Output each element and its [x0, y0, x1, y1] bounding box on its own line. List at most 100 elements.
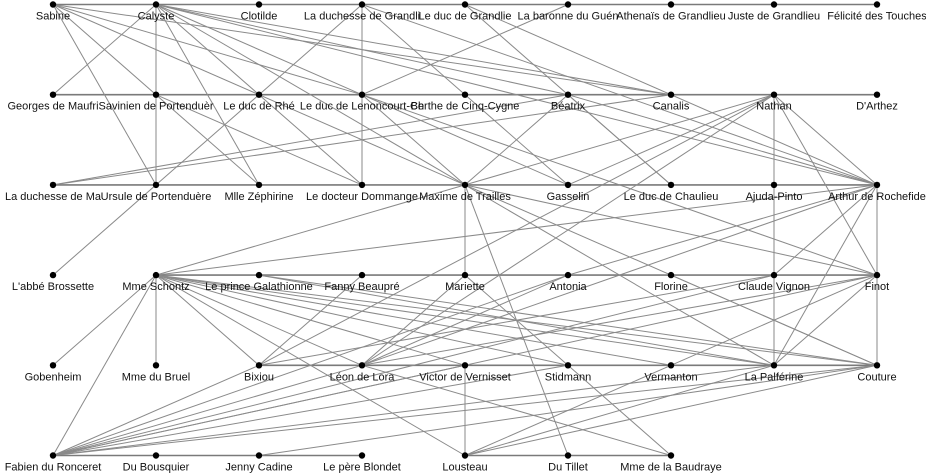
- node-dot[interactable]: [255, 91, 263, 98]
- graph-node[interactable]: Vermanton: [644, 362, 698, 383]
- node-dot[interactable]: [152, 181, 160, 189]
- node-dot[interactable]: [873, 91, 881, 98]
- node-dot[interactable]: [564, 452, 572, 459]
- graph-node[interactable]: Gasselin: [547, 181, 590, 203]
- node-dot[interactable]: [770, 181, 778, 189]
- node-dot[interactable]: [49, 181, 57, 189]
- graph-node[interactable]: D'Arthez: [856, 91, 898, 113]
- graph-node[interactable]: Couture: [857, 362, 897, 383]
- graph-node[interactable]: Canalis: [653, 91, 690, 113]
- node-dot[interactable]: [255, 452, 263, 459]
- graph-node[interactable]: Du Tillet: [548, 452, 588, 473]
- node-dot[interactable]: [49, 1, 57, 8]
- graph-node[interactable]: Arthur de Rochefide: [828, 181, 926, 203]
- graph-node[interactable]: Du Bousquier: [123, 452, 190, 473]
- node-dot[interactable]: [667, 1, 675, 8]
- node-dot[interactable]: [667, 452, 675, 459]
- graph-node[interactable]: Nathan: [756, 91, 792, 113]
- node-dot[interactable]: [873, 1, 881, 8]
- node-dot[interactable]: [564, 181, 572, 189]
- node-dot[interactable]: [152, 362, 160, 369]
- graph-node[interactable]: Le duc de Grandlie: [419, 1, 512, 23]
- graph-node[interactable]: Athenaïs de Grandlieu: [616, 1, 726, 23]
- node-dot[interactable]: [770, 91, 778, 98]
- node-dot[interactable]: [255, 362, 263, 369]
- graph-node[interactable]: Léon de Lora: [330, 362, 396, 383]
- graph-node[interactable]: La baronne du Guén: [518, 1, 619, 23]
- node-dot[interactable]: [49, 362, 57, 369]
- node-dot[interactable]: [667, 362, 675, 369]
- node-dot[interactable]: [358, 362, 366, 369]
- graph-node[interactable]: Mme Schontz: [122, 271, 190, 293]
- graph-node[interactable]: Le duc de Chaulieu: [624, 181, 719, 203]
- node-dot[interactable]: [564, 1, 572, 8]
- node-dot[interactable]: [152, 271, 160, 279]
- node-dot[interactable]: [461, 271, 469, 279]
- graph-node[interactable]: Jenny Cadine: [225, 452, 293, 473]
- graph-node[interactable]: Fabien du Ronceret: [5, 452, 102, 473]
- graph-node[interactable]: L'abbé Brossette: [12, 271, 94, 293]
- node-dot[interactable]: [49, 91, 57, 98]
- graph-node[interactable]: Le père Blondet: [323, 452, 401, 473]
- graph-node[interactable]: Fanny Beaupré: [324, 271, 400, 293]
- graph-node[interactable]: Claude Vignon: [738, 271, 810, 293]
- graph-node[interactable]: Le docteur Dommange: [306, 181, 418, 203]
- graph-node[interactable]: Victor de Vernisset: [419, 362, 511, 383]
- graph-node[interactable]: Félicité des Touches: [827, 1, 926, 23]
- graph-node[interactable]: Lousteau: [442, 452, 488, 473]
- graph-node[interactable]: Clotilde: [241, 1, 278, 23]
- graph-node[interactable]: Stidmann: [545, 362, 591, 383]
- node-dot[interactable]: [564, 362, 572, 369]
- graph-node[interactable]: La duchesse de Grandli: [304, 1, 420, 23]
- node-dot[interactable]: [770, 1, 778, 8]
- graph-node[interactable]: Mariette: [445, 271, 485, 293]
- node-dot[interactable]: [461, 362, 469, 369]
- node-dot[interactable]: [358, 181, 366, 189]
- graph-node[interactable]: Florine: [654, 271, 688, 293]
- graph-node[interactable]: Ursule de Portenduère: [101, 181, 212, 203]
- graph-node[interactable]: Le duc de Rhé: [223, 91, 295, 113]
- node-dot[interactable]: [564, 271, 572, 279]
- node-dot[interactable]: [564, 91, 572, 98]
- graph-node[interactable]: Ajuda-Pinto: [746, 181, 803, 203]
- graph-node[interactable]: Mlle Zéphirine: [224, 181, 294, 203]
- graph-node[interactable]: Antonia: [549, 271, 588, 293]
- graph-node[interactable]: Bixiou: [244, 362, 274, 383]
- node-dot[interactable]: [152, 452, 160, 459]
- node-dot[interactable]: [873, 362, 881, 369]
- graph-node[interactable]: Béatrix: [551, 91, 586, 113]
- graph-node[interactable]: Maxime de Trailles: [419, 181, 511, 203]
- graph-node[interactable]: La Palférine: [745, 362, 804, 383]
- graph-node[interactable]: Sabine: [36, 1, 70, 23]
- graph-node[interactable]: Georges de Maufri: [7, 91, 99, 113]
- node-dot[interactable]: [873, 181, 881, 189]
- graph-node[interactable]: Gobenheim: [25, 362, 82, 383]
- node-dot[interactable]: [358, 1, 366, 8]
- node-dot[interactable]: [49, 271, 57, 279]
- node-dot[interactable]: [152, 1, 160, 8]
- graph-node[interactable]: Savinien de Portenduèr: [99, 91, 214, 113]
- node-dot[interactable]: [358, 271, 366, 279]
- node-dot[interactable]: [152, 91, 160, 98]
- node-dot[interactable]: [255, 181, 263, 189]
- graph-node[interactable]: Finot: [865, 271, 889, 293]
- node-dot[interactable]: [358, 91, 366, 98]
- node-dot[interactable]: [49, 452, 57, 459]
- graph-node[interactable]: Mme du Bruel: [122, 362, 190, 383]
- graph-node[interactable]: Le prince Galathionne: [205, 271, 313, 293]
- node-dot[interactable]: [461, 91, 469, 98]
- node-dot[interactable]: [358, 452, 366, 459]
- node-dot[interactable]: [255, 271, 263, 279]
- graph-node[interactable]: Calyste: [138, 1, 175, 23]
- node-dot[interactable]: [770, 362, 778, 369]
- graph-node[interactable]: Le duc de Lenoncourt-Ch: [300, 91, 424, 113]
- node-dot[interactable]: [667, 271, 675, 279]
- graph-node[interactable]: Berthe de Cinq-Cygne: [411, 91, 520, 113]
- node-dot[interactable]: [461, 181, 469, 189]
- graph-node[interactable]: Mme de la Baudraye: [620, 452, 722, 473]
- graph-node[interactable]: La duchesse de Ma: [5, 181, 102, 203]
- node-dot[interactable]: [770, 271, 778, 279]
- graph-node[interactable]: Juste de Grandlieu: [728, 1, 820, 23]
- node-dot[interactable]: [461, 452, 469, 459]
- node-dot[interactable]: [255, 1, 263, 8]
